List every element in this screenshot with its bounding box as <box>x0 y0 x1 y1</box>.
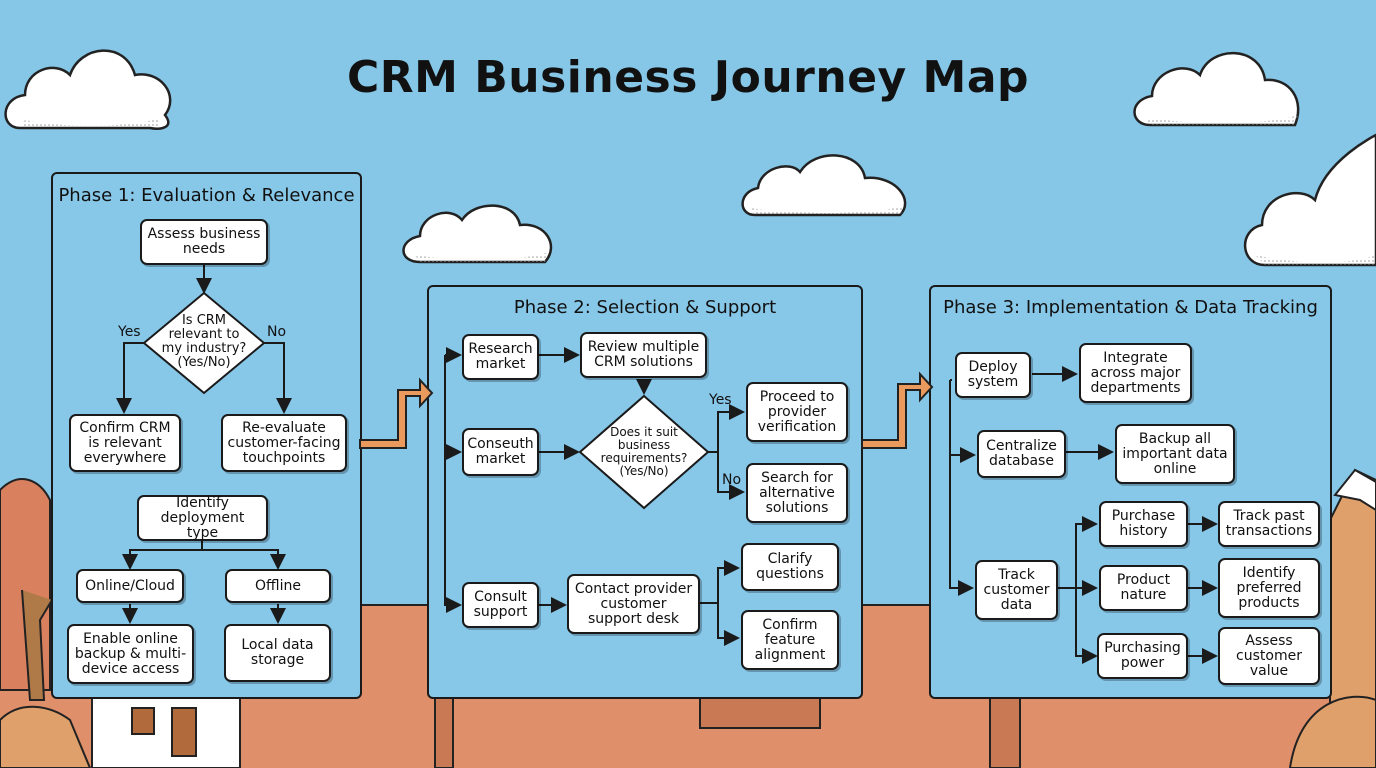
cloud <box>1133 51 1300 127</box>
proceed-verification-box: Proceed to provider verification <box>746 382 848 442</box>
backup-data-box: Backup all important data online <box>1115 424 1235 484</box>
no-label: No <box>722 472 742 488</box>
centralize-database-box: Centralize database <box>977 430 1066 478</box>
requirements-decision-text: Does it suit business requirements? (Yes… <box>600 425 688 478</box>
deploy-system-box: Deploy system <box>955 352 1031 398</box>
review-solutions-box: Review multiple CRM solutions <box>580 332 707 378</box>
identify-deployment-box: Identify deployment type <box>137 495 268 541</box>
confirm-alignment-box: Confirm feature alignment <box>741 610 839 670</box>
relevance-decision-text: Is CRM relevant to my industry? (Yes/No) <box>161 313 247 370</box>
assess-value-box: Assess customer value <box>1218 627 1320 685</box>
decision-diamond <box>578 394 710 510</box>
track-transactions-box: Track past transactions <box>1218 501 1320 547</box>
local-storage-box: Local data storage <box>224 624 331 682</box>
cloud <box>4 49 172 130</box>
purchasing-power-box: Purchasing power <box>1097 633 1188 679</box>
cloud <box>1243 133 1376 267</box>
confirm-crm-box: Confirm CRM is relevant everywhere <box>69 414 181 472</box>
assess-needs-box: Assess business needs <box>140 219 268 265</box>
no-label: No <box>267 324 287 340</box>
building <box>91 689 241 768</box>
phase-3-title: Phase 3: Implementation & Data Tracking <box>943 297 1318 318</box>
reevaluate-box: Re-evaluate customer-facing touchpoints <box>221 414 347 472</box>
consult-market-box: Conseuth market <box>462 428 539 476</box>
track-customer-data-box: Track customer data <box>975 560 1058 620</box>
identify-products-box: Identify preferred products <box>1218 558 1320 618</box>
phase-arrow <box>359 377 434 449</box>
research-market-box: Research market <box>462 334 539 380</box>
contact-provider-box: Contact provider customer support desk <box>567 574 700 634</box>
phase-1-title: Phase 1: Evaluation & Relevance <box>58 185 355 206</box>
yes-label: Yes <box>118 324 141 340</box>
product-nature-box: Product nature <box>1099 565 1188 611</box>
clarify-questions-box: Clarify questions <box>741 543 839 591</box>
online-cloud-box: Online/Cloud <box>76 569 184 603</box>
cloud <box>402 204 553 264</box>
search-alternatives-box: Search for alternative solutions <box>746 463 848 523</box>
consult-support-box: Consult support <box>462 582 539 628</box>
cloud <box>741 154 907 217</box>
enable-backup-box: Enable online backup & multi- device acc… <box>67 624 194 684</box>
purchase-history-box: Purchase history <box>1099 501 1188 547</box>
page-title: CRM Business Journey Map <box>346 52 1030 103</box>
phase-2-title: Phase 2: Selection & Support <box>513 297 777 318</box>
integrate-departments-box: Integrate across major departments <box>1079 343 1192 403</box>
offline-box: Offline <box>225 569 331 603</box>
phase-arrow <box>861 371 934 449</box>
decision-diamond <box>142 291 266 395</box>
yes-label: Yes <box>709 392 732 408</box>
